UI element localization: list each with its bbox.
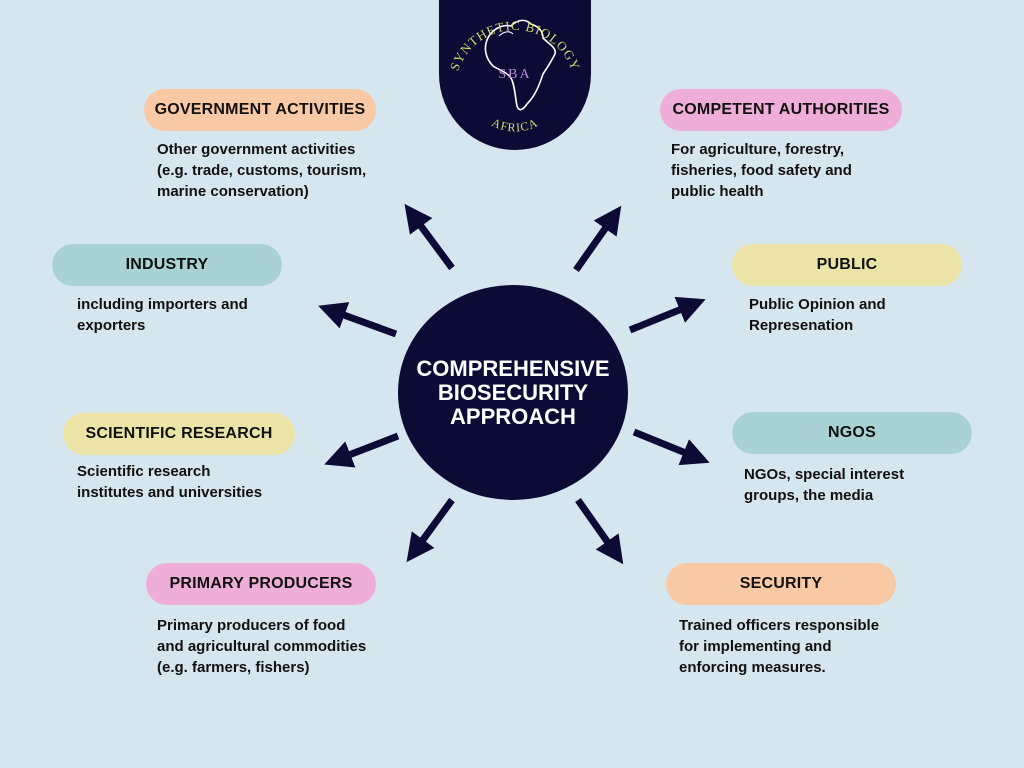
- node-competent-authorities-desc: For agriculture, forestry, fisheries, fo…: [671, 139, 852, 202]
- desc-line: Scientific research: [77, 463, 211, 480]
- node-primary-producers-pill: PRIMARY PRODUCERS: [146, 563, 376, 605]
- arrow-government-activities: [404, 203, 455, 271]
- node-public-desc: Public Opinion and Represenation: [749, 294, 886, 336]
- node-security-pill: SECURITY: [666, 563, 896, 605]
- center-line: COMPREHENSIVE: [416, 355, 610, 381]
- desc-line: Other government activities: [157, 141, 356, 158]
- desc-line: NGOs, special interest: [744, 466, 905, 483]
- arrow-industry: [318, 302, 398, 338]
- arrow-ngos: [632, 428, 710, 466]
- arrow-competent-authorities: [573, 205, 622, 273]
- center-circle: COMPREHENSIVE BIOSECURITY APPROACH: [398, 285, 628, 500]
- node-government-activities-pill: GOVERNMENT ACTIVITIES: [144, 89, 376, 131]
- logo-center-text: SBA: [498, 67, 531, 82]
- logo-arc-bottom-text: AFRICA: [490, 115, 541, 134]
- node-title: PRIMARY PRODUCERS: [169, 575, 353, 592]
- node-title: COMPETENT AUTHORITIES: [672, 101, 890, 118]
- desc-line: Trained officers responsible: [679, 617, 880, 634]
- node-security-desc: Trained officers responsible for impleme…: [679, 615, 879, 678]
- desc-line: institutes and universities: [77, 484, 263, 501]
- desc-line: enforcing measures.: [679, 659, 826, 676]
- logo-swirl: [498, 31, 514, 37]
- node-industry-pill: INDUSTRY: [52, 244, 282, 286]
- node-public-pill: PUBLIC: [732, 244, 962, 286]
- desc-line: (e.g. farmers, fishers): [157, 659, 310, 676]
- node-primary-producers-desc: Primary producers of food and agricultur…: [157, 615, 366, 678]
- desc-line: for implementing and: [679, 638, 832, 655]
- desc-line: (e.g. trade, customs, tourism,: [157, 162, 367, 179]
- node-scientific-research-desc: Scientific research institutes and unive…: [77, 461, 262, 503]
- desc-line: including importers and: [77, 296, 248, 313]
- node-government-activities-desc: Other government activities (e.g. trade,…: [157, 139, 366, 202]
- desc-line: fisheries, food safety and: [671, 162, 852, 179]
- node-ngos-desc: NGOs, special interest groups, the media: [744, 464, 904, 506]
- desc-line: exporters: [77, 317, 146, 334]
- node-title: INDUSTRY: [125, 256, 209, 273]
- desc-line: and agricultural commodities: [157, 638, 367, 655]
- node-ngos-pill: NGOS: [732, 412, 972, 454]
- africa-outline-icon: [484, 19, 557, 111]
- arrow-primary-producers: [406, 497, 455, 563]
- arrow-security: [575, 497, 624, 565]
- center-line: APPROACH: [450, 403, 576, 429]
- node-title: NGOS: [828, 424, 876, 441]
- node-competent-authorities-pill: COMPETENT AUTHORITIES: [660, 89, 902, 131]
- arrow-scientific-research: [324, 432, 400, 468]
- desc-line: Primary producers of food: [157, 617, 346, 634]
- logo-graphic: SYNTHETIC BIOLOGY AFRICA SBA: [447, 18, 583, 135]
- desc-line: Represenation: [749, 317, 854, 334]
- node-title: GOVERNMENT ACTIVITIES: [154, 101, 366, 118]
- arrow-public: [628, 296, 706, 334]
- node-title: SECURITY: [739, 575, 823, 592]
- desc-line: For agriculture, forestry,: [671, 141, 845, 158]
- node-industry-desc: including importers and exporters: [77, 294, 248, 336]
- sba-logo: SYNTHETIC BIOLOGY AFRICA SBA: [439, 0, 591, 150]
- center-line: BIOSECURITY: [437, 379, 589, 405]
- node-title: SCIENTIFIC RESEARCH: [85, 425, 273, 442]
- node-scientific-research-pill: SCIENTIFIC RESEARCH: [63, 413, 295, 455]
- node-title: PUBLIC: [816, 256, 878, 273]
- desc-line: Public Opinion and: [749, 296, 886, 313]
- desc-line: groups, the media: [744, 487, 874, 504]
- desc-line: public health: [671, 183, 764, 200]
- desc-line: marine conservation): [157, 183, 309, 200]
